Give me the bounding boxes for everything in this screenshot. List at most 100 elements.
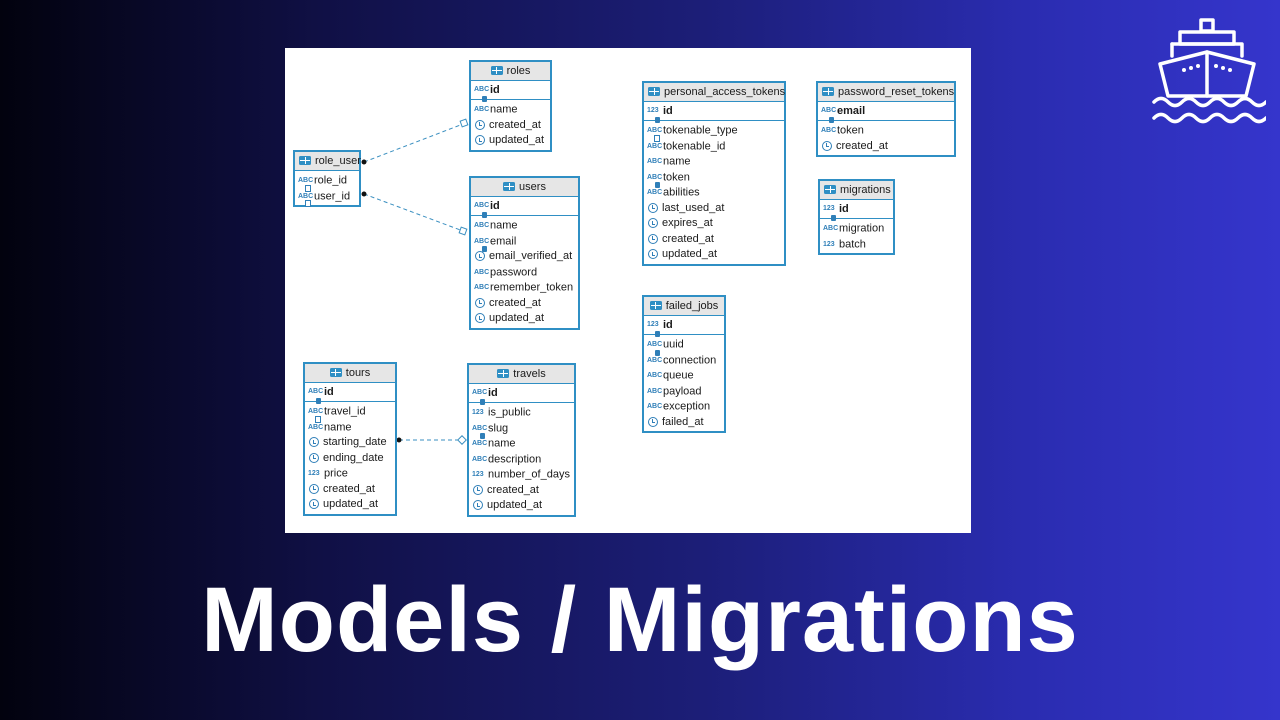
column-row[interactable]: ABCtoken bbox=[644, 170, 784, 188]
primary-key-column[interactable]: ABCid bbox=[305, 383, 395, 405]
column-row[interactable]: ABCuuid bbox=[644, 337, 724, 355]
column-row[interactable]: updated_at bbox=[471, 311, 578, 327]
column-row[interactable]: email_verified_at bbox=[471, 249, 578, 265]
column-row[interactable]: ABCexception bbox=[644, 399, 724, 415]
table-header[interactable]: users bbox=[471, 178, 578, 197]
column-row[interactable]: ABCtokenable_type bbox=[644, 123, 784, 141]
column-row[interactable]: failed_at bbox=[644, 415, 724, 431]
column-row[interactable]: ABCmigration bbox=[820, 221, 893, 237]
primary-key-column[interactable]: ABCid bbox=[471, 81, 550, 103]
text-foreign-key-icon: ABC bbox=[298, 189, 313, 207]
column-name: updated_at bbox=[489, 312, 545, 324]
column-row[interactable]: updated_at bbox=[644, 247, 784, 263]
column-row[interactable]: expires_at bbox=[644, 216, 784, 232]
column-row[interactable]: updated_at bbox=[469, 498, 574, 514]
primary-key-column[interactable]: ABCid bbox=[471, 197, 578, 219]
text-icon: ABC bbox=[308, 423, 324, 431]
column-row[interactable]: ending_date bbox=[305, 451, 395, 467]
column-name: created_at bbox=[487, 483, 539, 496]
timestamp-icon bbox=[309, 499, 319, 510]
table-header[interactable]: role_user bbox=[295, 152, 361, 171]
column-row[interactable]: ABCpayload bbox=[644, 384, 724, 400]
relation-tours-travels bbox=[396, 435, 467, 445]
column-row[interactable]: updated_at bbox=[305, 497, 395, 513]
column-row[interactable]: created_at bbox=[469, 483, 574, 499]
column-row[interactable]: created_at bbox=[471, 118, 550, 134]
text-icon: ABC bbox=[647, 372, 663, 379]
column-row[interactable]: ABCrole_id bbox=[295, 173, 359, 191]
table-header[interactable]: failed_jobs bbox=[644, 297, 724, 316]
column-row[interactable]: ABCname bbox=[305, 420, 395, 436]
column-row[interactable]: ABCabilities bbox=[644, 185, 784, 201]
column-row[interactable]: ABCqueue bbox=[644, 368, 724, 384]
table-name: failed_jobs bbox=[665, 300, 719, 312]
column-name: token bbox=[663, 171, 690, 184]
column-row[interactable]: ABCemail bbox=[471, 234, 578, 252]
table-header[interactable]: travels bbox=[469, 365, 574, 384]
table-header[interactable]: roles bbox=[471, 62, 550, 81]
column-row[interactable]: created_at bbox=[305, 482, 395, 498]
column-row[interactable]: ABCname bbox=[471, 102, 550, 118]
ship-icon bbox=[1152, 18, 1266, 124]
column-name: slug bbox=[488, 422, 509, 435]
numeric-icon: 123 bbox=[472, 471, 484, 478]
column-row[interactable]: ABCtokenable_id bbox=[644, 139, 784, 155]
column-row[interactable]: ABCremember_token bbox=[471, 280, 578, 296]
column-name: last_used_at bbox=[662, 201, 725, 214]
text-key-icon: ABC bbox=[647, 337, 662, 355]
table-header[interactable]: password_reset_tokens bbox=[818, 83, 954, 102]
numeric-icon: 123 bbox=[472, 409, 484, 416]
timestamp-icon bbox=[475, 135, 485, 146]
primary-key-column[interactable]: ABCid bbox=[469, 384, 574, 406]
column-row[interactable]: ABCuser_id bbox=[295, 189, 359, 207]
column-row[interactable]: ABCname bbox=[469, 436, 574, 452]
column-row[interactable]: ABCconnection bbox=[644, 353, 724, 369]
column-row[interactable]: created_at bbox=[818, 139, 954, 155]
column-row[interactable]: ABCtoken bbox=[818, 123, 954, 139]
column-row[interactable]: ABCslug bbox=[469, 421, 574, 439]
timestamp-icon bbox=[648, 233, 658, 244]
column-row[interactable]: updated_at bbox=[471, 133, 550, 149]
column-name: token bbox=[837, 124, 864, 137]
column-name: queue bbox=[663, 369, 694, 382]
column-row[interactable]: ABCdescription bbox=[469, 452, 574, 468]
column-name: abilities bbox=[663, 186, 700, 199]
column-row[interactable]: created_at bbox=[471, 296, 578, 312]
column-name: name bbox=[490, 219, 518, 232]
column-row[interactable]: ABCname bbox=[471, 218, 578, 234]
column-name: password bbox=[490, 266, 538, 279]
column-row[interactable]: starting_date bbox=[305, 435, 395, 451]
column-row[interactable]: ABCtravel_id bbox=[305, 404, 395, 422]
text-foreign-key-icon: ABC bbox=[298, 173, 313, 191]
table-header[interactable]: migrations bbox=[820, 181, 893, 200]
column-row[interactable]: ABCpassword bbox=[471, 265, 578, 281]
column-row[interactable]: ABCname bbox=[644, 154, 784, 170]
column-name: updated_at bbox=[662, 248, 718, 260]
column-name: id bbox=[490, 200, 500, 212]
primary-key-column[interactable]: ABCemail bbox=[818, 102, 954, 124]
column-row[interactable]: created_at bbox=[644, 232, 784, 248]
table-header[interactable]: tours bbox=[305, 364, 395, 383]
column-row[interactable]: last_used_at bbox=[644, 201, 784, 217]
table-icon bbox=[329, 368, 342, 377]
table-header[interactable]: personal_access_tokens bbox=[644, 83, 785, 102]
timestamp-icon bbox=[475, 251, 485, 262]
text-icon: ABC bbox=[823, 225, 839, 232]
